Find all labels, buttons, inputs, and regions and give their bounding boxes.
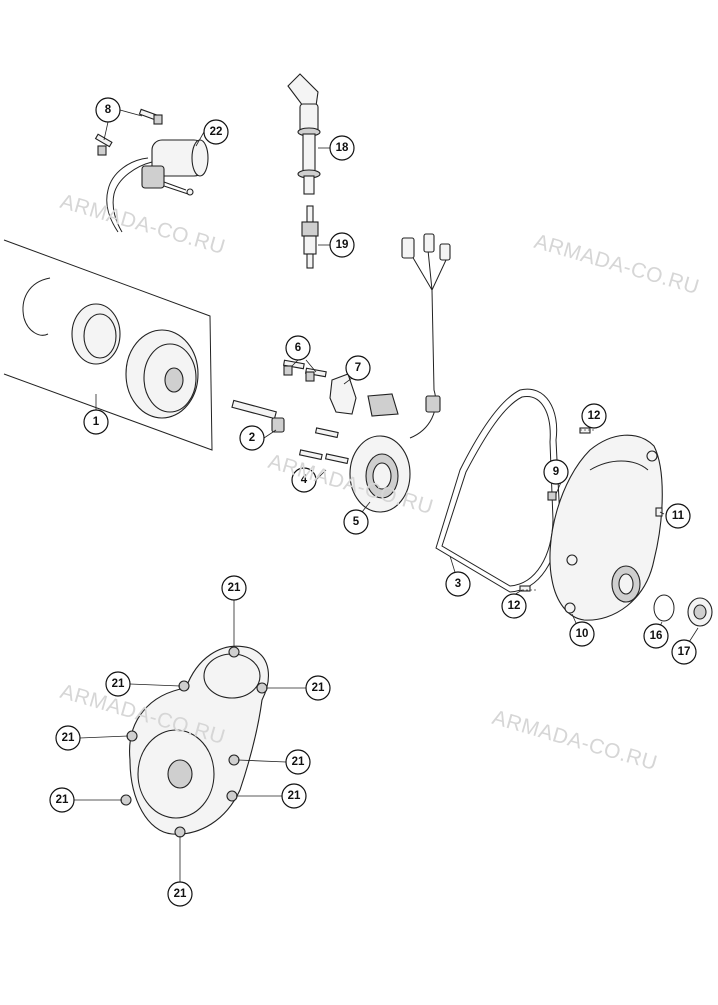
svg-text:10: 10 (576, 628, 589, 640)
generator-cover (549, 434, 663, 621)
spark-plug-connector (287, 73, 321, 195)
svg-text:21: 21 (312, 682, 325, 694)
coil-bolt-lower (94, 133, 113, 156)
callout-16: 16 (643, 623, 669, 649)
rotor-screw (231, 399, 285, 433)
svg-text:1: 1 (93, 416, 100, 428)
svg-text:8: 8 (105, 104, 112, 116)
ignition-coil (106, 139, 209, 233)
svg-text:3: 3 (455, 578, 461, 590)
svg-text:21: 21 (288, 790, 301, 802)
svg-text:9: 9 (553, 466, 559, 478)
callout-3: 3 (445, 571, 471, 597)
callout-11: 11 (665, 503, 691, 529)
svg-text:12: 12 (508, 600, 521, 612)
callout-21-upper-right: 21 (305, 675, 331, 701)
callout-12-upper: 12 (581, 403, 607, 429)
callout-18: 18 (329, 135, 355, 161)
svg-text:21: 21 (292, 756, 305, 768)
stator-bolts (298, 427, 349, 465)
svg-text:6: 6 (295, 342, 301, 354)
callout-17: 17 (671, 639, 697, 665)
callout-21-mid-right: 21 (285, 749, 311, 775)
svg-text:17: 17 (678, 646, 691, 658)
callout-21-upper-left: 21 (105, 671, 131, 697)
callout-19: 19 (329, 232, 355, 258)
cover-plug-9 (547, 491, 557, 501)
screw-plug-17 (687, 597, 713, 627)
stator (349, 435, 411, 513)
svg-text:22: 22 (210, 126, 223, 138)
callout-22: 22 (203, 119, 229, 145)
dowel-pins-12 (519, 427, 591, 592)
callout-8: 8 (95, 97, 121, 123)
callout-10: 10 (569, 621, 595, 647)
rotor-assembly-box (3, 239, 213, 451)
cover-gasket (435, 388, 561, 593)
svg-text:2: 2 (249, 432, 255, 444)
lower-cover (120, 645, 269, 838)
callout-9: 9 (543, 459, 569, 485)
svg-text:5: 5 (353, 516, 360, 528)
svg-text:19: 19 (336, 239, 349, 251)
callout-2: 2 (239, 425, 265, 451)
coil-bolt-upper (138, 108, 163, 125)
pin-11 (655, 507, 663, 517)
callout-21-bottom: 21 (167, 881, 193, 907)
callout-1: 1 (83, 409, 109, 435)
svg-text:12: 12 (588, 410, 601, 422)
rotor (125, 329, 199, 419)
bolt-6-pair (282, 359, 327, 382)
svg-text:16: 16 (650, 630, 663, 642)
callouts: 8 22 18 19 1 6 7 2 4 5 12 9 11 3 12 10 1… (49, 97, 697, 907)
svg-text:21: 21 (174, 888, 187, 900)
callout-7: 7 (345, 355, 371, 381)
callout-5: 5 (343, 509, 369, 535)
spark-plug (301, 205, 319, 269)
bracket (329, 373, 399, 417)
callout-4: 4 (291, 467, 317, 493)
svg-text:11: 11 (672, 510, 685, 522)
callout-21-mid-left: 21 (55, 725, 81, 751)
callout-21-top: 21 (221, 575, 247, 601)
callout-21-lower-right: 21 (281, 783, 307, 809)
svg-text:18: 18 (336, 142, 349, 154)
svg-text:21: 21 (62, 732, 75, 744)
svg-text:21: 21 (56, 794, 69, 806)
circlip (22, 277, 51, 336)
svg-text:4: 4 (301, 474, 308, 486)
callout-21-lower-left: 21 (49, 787, 75, 813)
svg-text:7: 7 (355, 362, 361, 374)
svg-text:21: 21 (112, 678, 125, 690)
svg-text:21: 21 (228, 582, 241, 594)
callout-6: 6 (285, 335, 311, 361)
o-ring-16 (653, 594, 675, 622)
freewheel-ring (71, 303, 121, 365)
wiring-harness (401, 233, 451, 439)
callout-12-lower: 12 (501, 593, 527, 619)
